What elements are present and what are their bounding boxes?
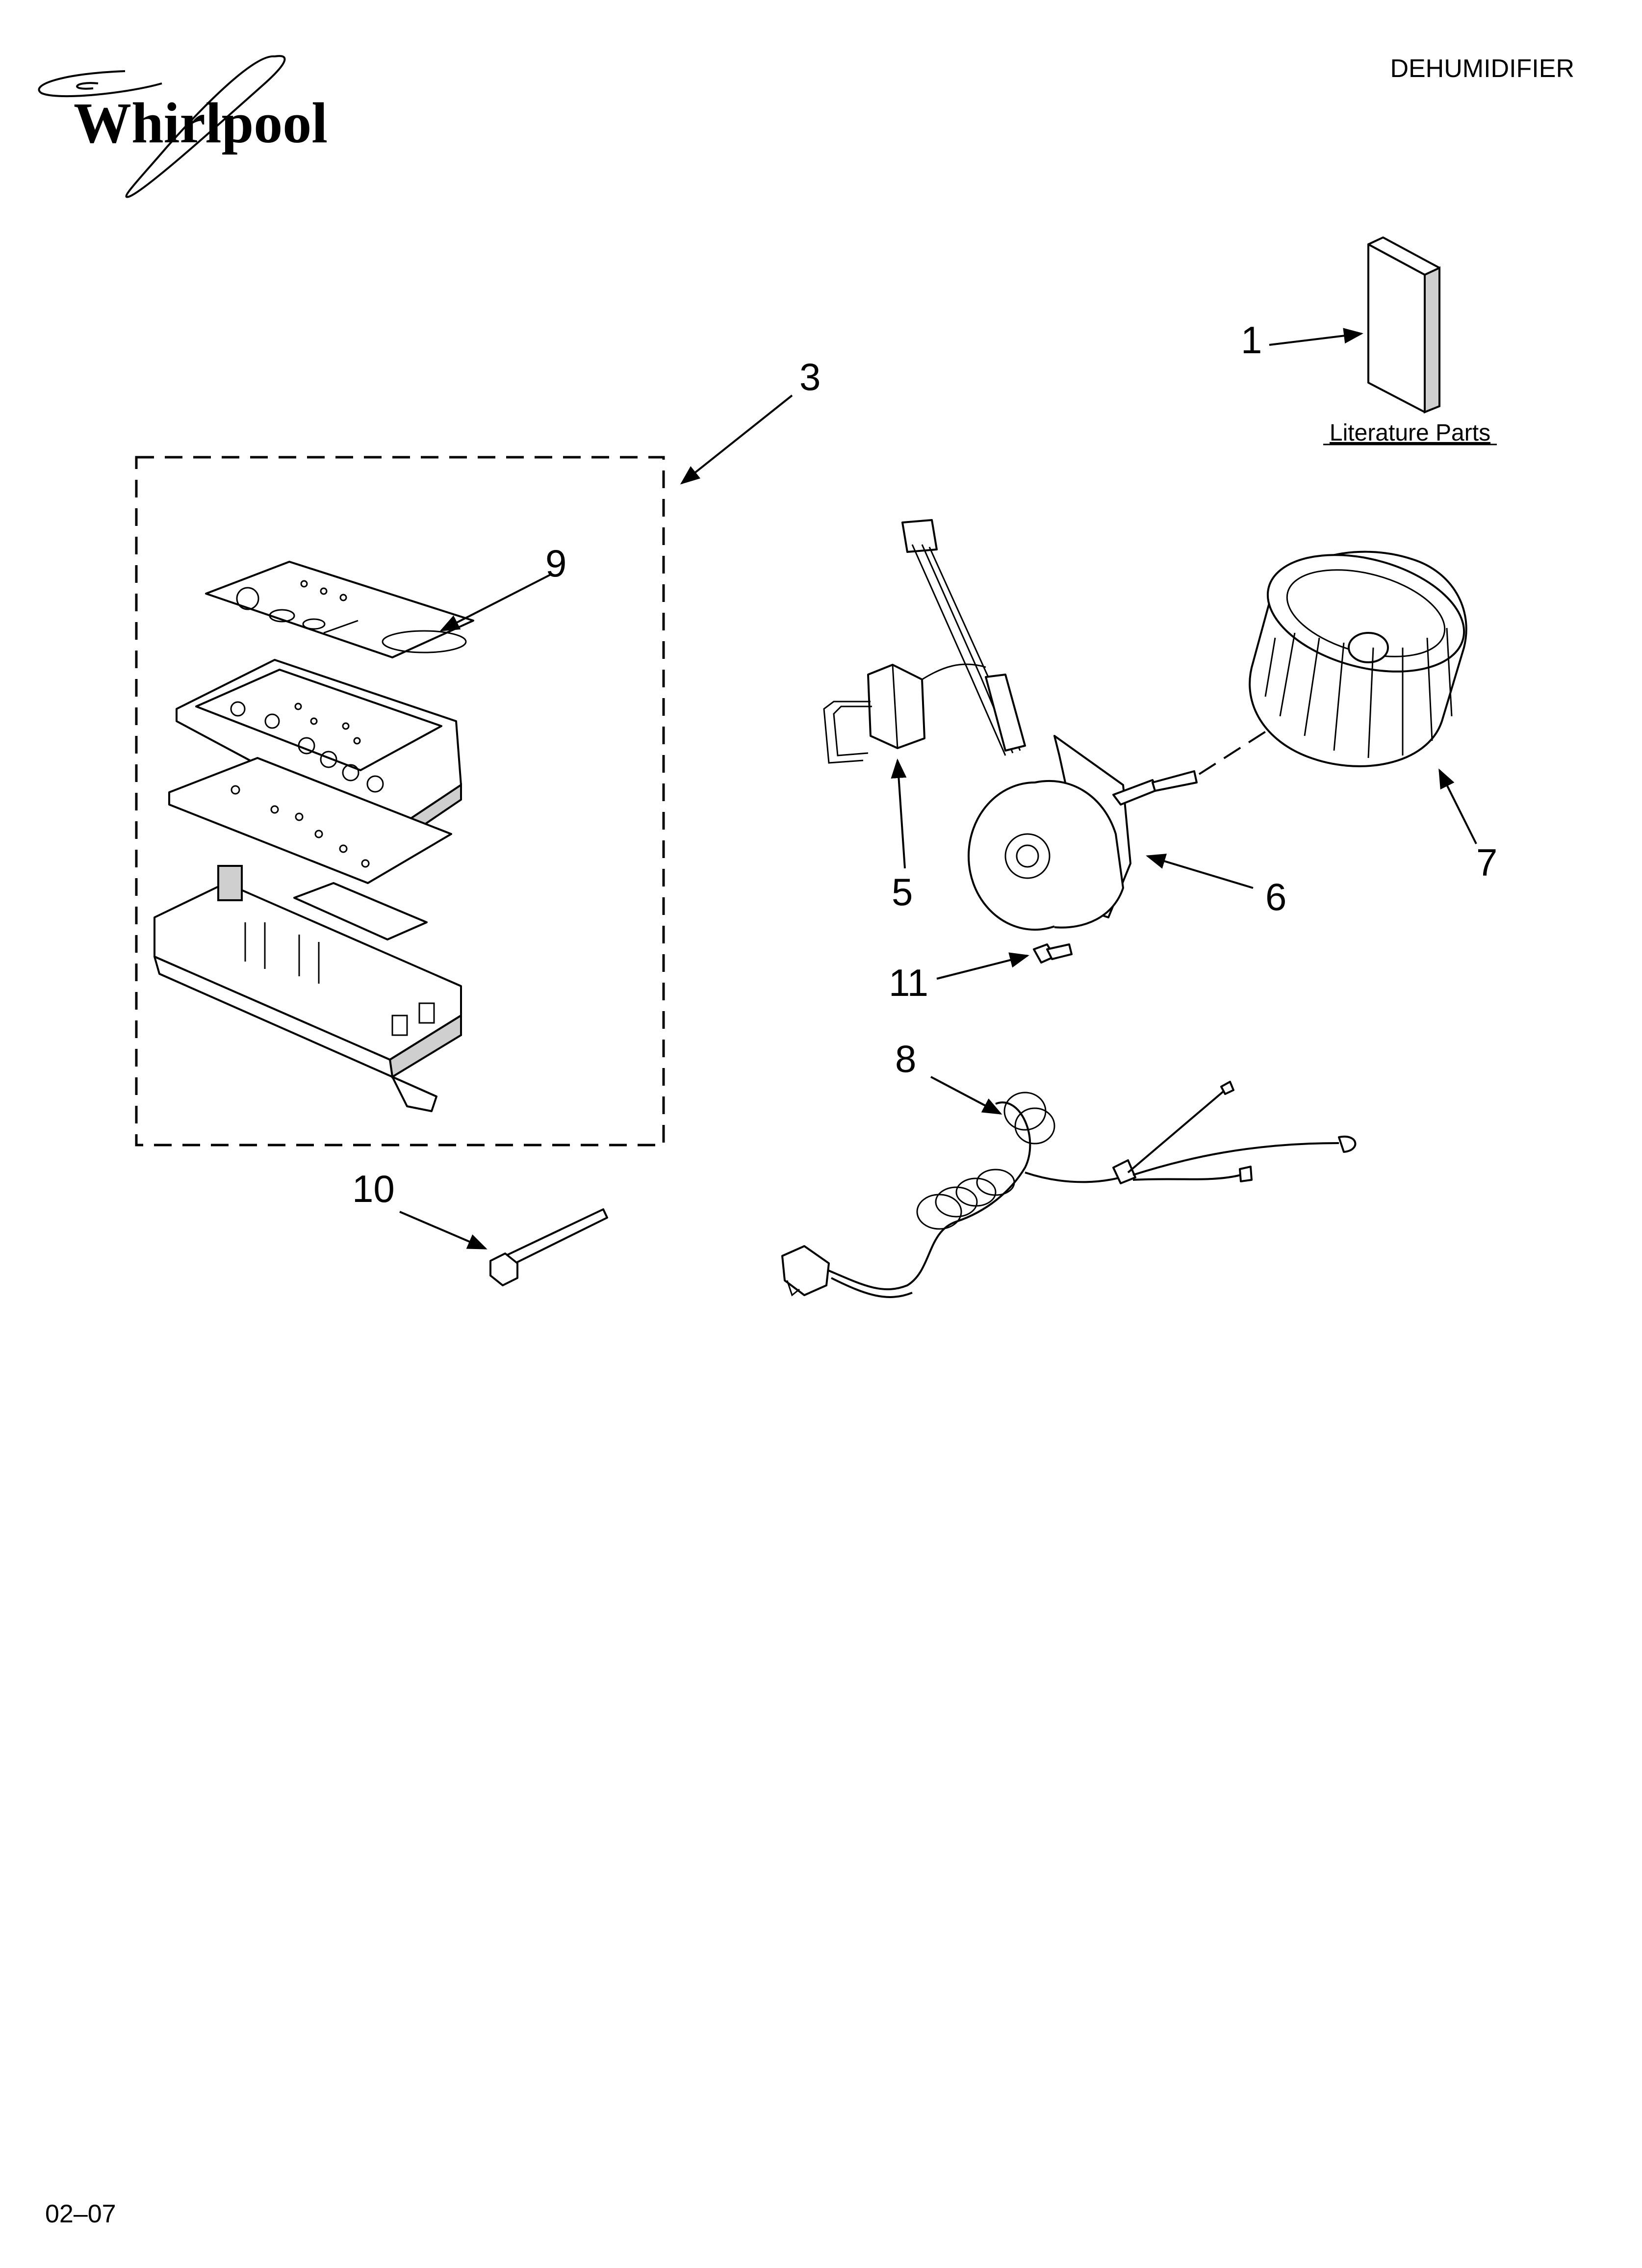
callout-10: 10 (352, 1167, 395, 1210)
callout-leader-6 (1146, 854, 1254, 889)
callout-7: 7 (1476, 841, 1497, 884)
cable-tie-icon (489, 1208, 608, 1286)
date-code: 02–07 (45, 2200, 116, 2228)
screw-icon (1033, 943, 1073, 964)
control-assembly-boundary (135, 456, 665, 1147)
control-assembly-icon (154, 561, 474, 1112)
capacitor-icon (823, 663, 986, 764)
blower-wheel-icon (1249, 550, 1467, 767)
callout-leader-11 (936, 952, 1029, 980)
brand-logo-text: Whirlpool (74, 91, 328, 155)
whirlpool-logo-icon: Whirlpool (38, 55, 328, 198)
callout-3: 3 (799, 355, 821, 398)
callout-leader-1 (1269, 328, 1363, 346)
callout-leader-9 (439, 573, 552, 631)
manual-icon (1367, 236, 1440, 414)
callout-leader-8 (930, 1076, 1002, 1115)
callout-6: 6 (1265, 875, 1286, 918)
callout-9: 9 (545, 542, 566, 585)
literature-parts-label: Literature Parts (1330, 420, 1490, 446)
fan-motor-icon (901, 519, 1198, 931)
callout-11: 11 (889, 961, 928, 1004)
callout-leader-7 (1438, 768, 1477, 844)
callout-leader-3 (680, 394, 793, 485)
callout-1: 1 (1241, 318, 1262, 362)
callout-5: 5 (892, 870, 913, 913)
category-title: DEHUMIDIFIER (1390, 54, 1574, 83)
callout-leader-10 (399, 1211, 487, 1250)
callout-8: 8 (895, 1037, 916, 1080)
power-cord-icon (781, 1081, 1357, 1298)
callout-leader-5 (891, 758, 907, 869)
